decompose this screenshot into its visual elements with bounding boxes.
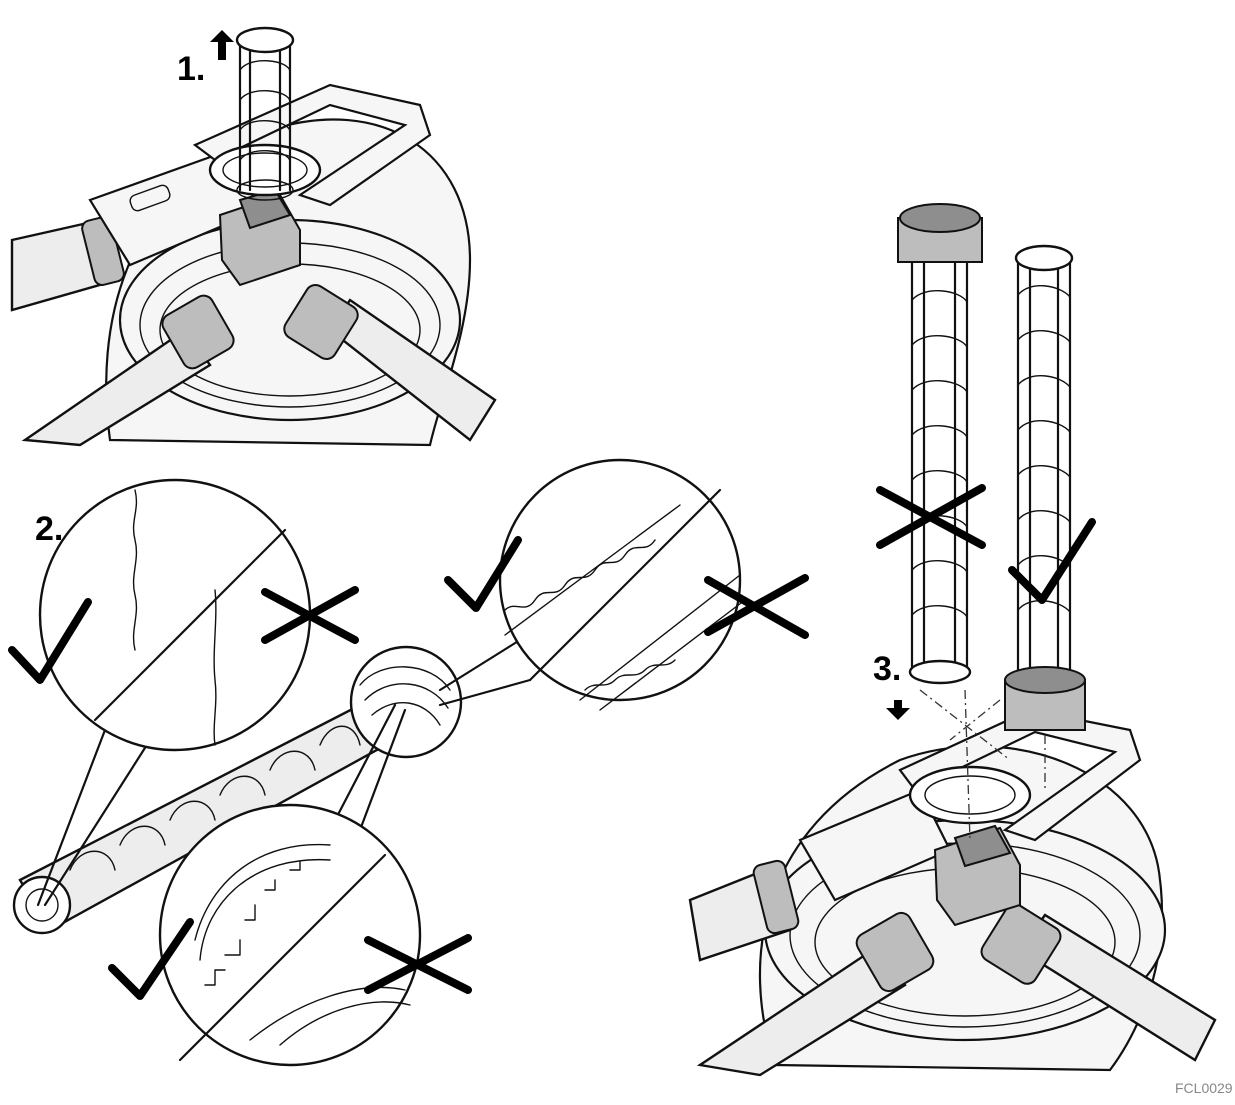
panel-step-3: 3. bbox=[688, 203, 1217, 1077]
step-2-label: 2. bbox=[35, 510, 63, 548]
cross-mark-icon bbox=[704, 574, 809, 639]
lateral-diagonal bbox=[12, 698, 397, 935]
multiport-valve-right bbox=[798, 708, 1142, 927]
lateral-top-left bbox=[235, 26, 295, 201]
lateral-incorrect bbox=[897, 203, 983, 685]
check-mark-icon bbox=[108, 918, 194, 1000]
panel-step-2: 2. bbox=[8, 458, 809, 1067]
cross-mark-icon bbox=[876, 484, 986, 549]
panel-step-1: 1. bbox=[10, 26, 497, 447]
insertion-guides bbox=[919, 689, 1046, 841]
pipes-top-left bbox=[10, 216, 497, 447]
pipes-right bbox=[688, 859, 1217, 1077]
step-3-label: 3. bbox=[873, 650, 901, 688]
check-mark-icon bbox=[8, 598, 92, 684]
cross-mark-icon bbox=[364, 934, 472, 994]
step-1-label: 1. bbox=[177, 50, 205, 88]
figure-code: FCL0029 bbox=[1175, 1080, 1233, 1096]
check-mark-icon bbox=[1008, 518, 1096, 604]
zoom-source-circle bbox=[349, 645, 463, 759]
arrow-icon bbox=[210, 30, 234, 60]
arrow-icon bbox=[886, 700, 910, 720]
lens-rim-closeup bbox=[158, 703, 422, 1067]
cross-mark-icon bbox=[261, 586, 359, 644]
check-mark-icon bbox=[444, 536, 522, 612]
pull-up-arrow bbox=[210, 30, 234, 60]
lateral-correct bbox=[1004, 244, 1086, 731]
lens-slot-closeup bbox=[438, 458, 746, 711]
